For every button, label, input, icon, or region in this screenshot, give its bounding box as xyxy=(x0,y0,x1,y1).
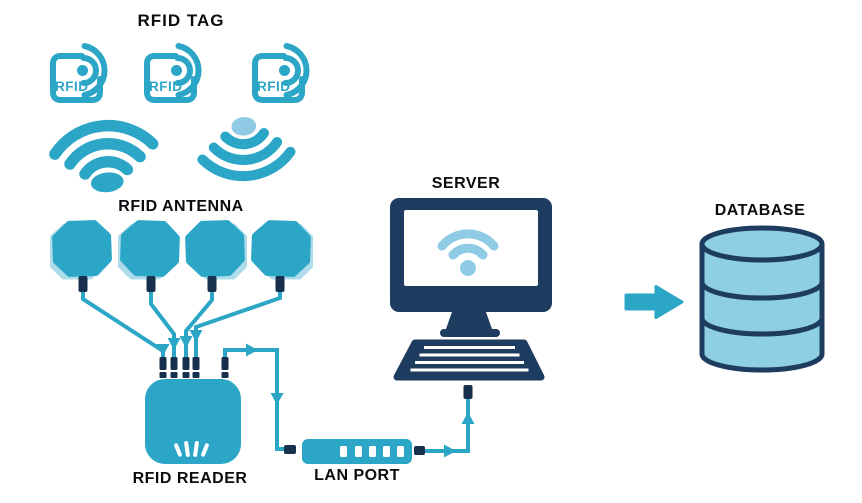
lan-port-label: LAN PORT xyxy=(314,467,400,484)
cable-reader-to-lan xyxy=(223,348,290,451)
reader-port-stub xyxy=(221,372,229,378)
signal-arc xyxy=(81,43,108,98)
lan-connector xyxy=(414,446,425,455)
rfid-tag-label: RFID TAG xyxy=(137,11,225,30)
reader-vents xyxy=(174,441,209,457)
reader-port-connector xyxy=(221,357,229,370)
reader-port-connector xyxy=(170,357,178,370)
database-label: DATABASE xyxy=(714,202,806,219)
reader-port-connector xyxy=(159,357,167,370)
arrowhead-right xyxy=(246,343,258,357)
flow-arrow-icon xyxy=(624,285,684,319)
rfid-tag-text: RFID xyxy=(55,79,89,94)
antenna-connector xyxy=(78,276,88,292)
rfid-reader-icon xyxy=(145,379,241,464)
antenna-connector xyxy=(275,276,285,292)
antenna-face xyxy=(120,220,180,277)
wifi-waves-up-icon xyxy=(197,116,296,182)
signal-dot xyxy=(279,65,290,76)
tag-outline xyxy=(50,53,103,103)
reader-port-stub xyxy=(170,372,178,378)
monitor-base xyxy=(440,329,500,337)
arrowhead-up xyxy=(461,412,475,424)
rfid-tag-text: RFID xyxy=(149,79,183,94)
tag-outline xyxy=(144,53,197,103)
signal-dot xyxy=(171,65,182,76)
reader-port-connector xyxy=(182,357,190,370)
arrowhead-down xyxy=(270,393,284,405)
wave-arc xyxy=(208,137,283,165)
database-cylinder-icon xyxy=(699,225,825,373)
wave-dot xyxy=(231,116,257,136)
cable-connectors xyxy=(78,276,473,455)
rfid-reader-label: RFID READER xyxy=(132,470,248,487)
signal-arc xyxy=(175,43,202,98)
rfid-tag-icon: RFID xyxy=(252,43,310,103)
cables xyxy=(81,290,470,453)
cable-antenna-4 xyxy=(194,290,282,360)
rfid-tag-icon: RFID xyxy=(144,43,202,103)
reader-body xyxy=(145,379,241,464)
lan-connector xyxy=(284,445,296,454)
signal-arc xyxy=(283,43,310,98)
server-computer-icon xyxy=(390,198,552,381)
rfid-antenna-label: RFID ANTENNA xyxy=(118,198,244,215)
lan-switch-icon xyxy=(302,439,412,464)
arrow-shape xyxy=(624,285,684,319)
signal-arc xyxy=(282,55,301,86)
tag-outline xyxy=(252,53,305,103)
antenna-panel-icon xyxy=(118,220,180,280)
wave-dot xyxy=(90,172,124,193)
wave-arc xyxy=(49,120,159,160)
arrowhead-down xyxy=(189,330,203,342)
arrowhead-down xyxy=(179,336,193,348)
antenna-panel-icon xyxy=(50,220,112,280)
signal-arc xyxy=(174,55,193,86)
wave-arc xyxy=(220,128,269,150)
antenna-face xyxy=(251,220,311,277)
server-connector xyxy=(463,385,473,399)
monitor-stand xyxy=(446,312,492,329)
arrowhead-down xyxy=(167,338,181,350)
reader-port-stub xyxy=(159,372,167,378)
rfid-tag-text: RFID xyxy=(257,79,291,94)
antenna-face xyxy=(185,220,245,277)
arrowhead-right xyxy=(444,444,456,458)
cable-arrowheads xyxy=(156,330,475,458)
arrowhead-down xyxy=(156,344,170,356)
antenna-face xyxy=(52,220,112,277)
db-body xyxy=(699,241,825,373)
rfid-tag-icon: RFID xyxy=(50,43,108,103)
reader-port-stub xyxy=(182,372,190,378)
db-top xyxy=(699,225,825,263)
wave-arc xyxy=(197,146,296,182)
db-divider xyxy=(699,281,825,301)
antenna-panel-icon xyxy=(185,220,247,280)
cable-lan-to-server xyxy=(422,396,470,453)
wifi-icon xyxy=(437,229,499,276)
antenna-connector xyxy=(207,276,217,292)
wave-arc xyxy=(79,156,134,180)
signal-arc xyxy=(80,55,99,86)
lan-ports xyxy=(340,446,404,457)
antenna-panel-icon xyxy=(251,220,313,280)
db-divider xyxy=(699,317,825,337)
keyboard-keys xyxy=(410,346,529,372)
antenna-connector xyxy=(146,276,156,292)
wave-arc xyxy=(64,138,146,170)
signal-dot xyxy=(77,65,88,76)
reader-port-connector xyxy=(192,357,200,370)
server-label: SERVER xyxy=(431,175,501,192)
reader-port-stub xyxy=(192,372,200,378)
wifi-waves-down-icon xyxy=(49,120,159,193)
